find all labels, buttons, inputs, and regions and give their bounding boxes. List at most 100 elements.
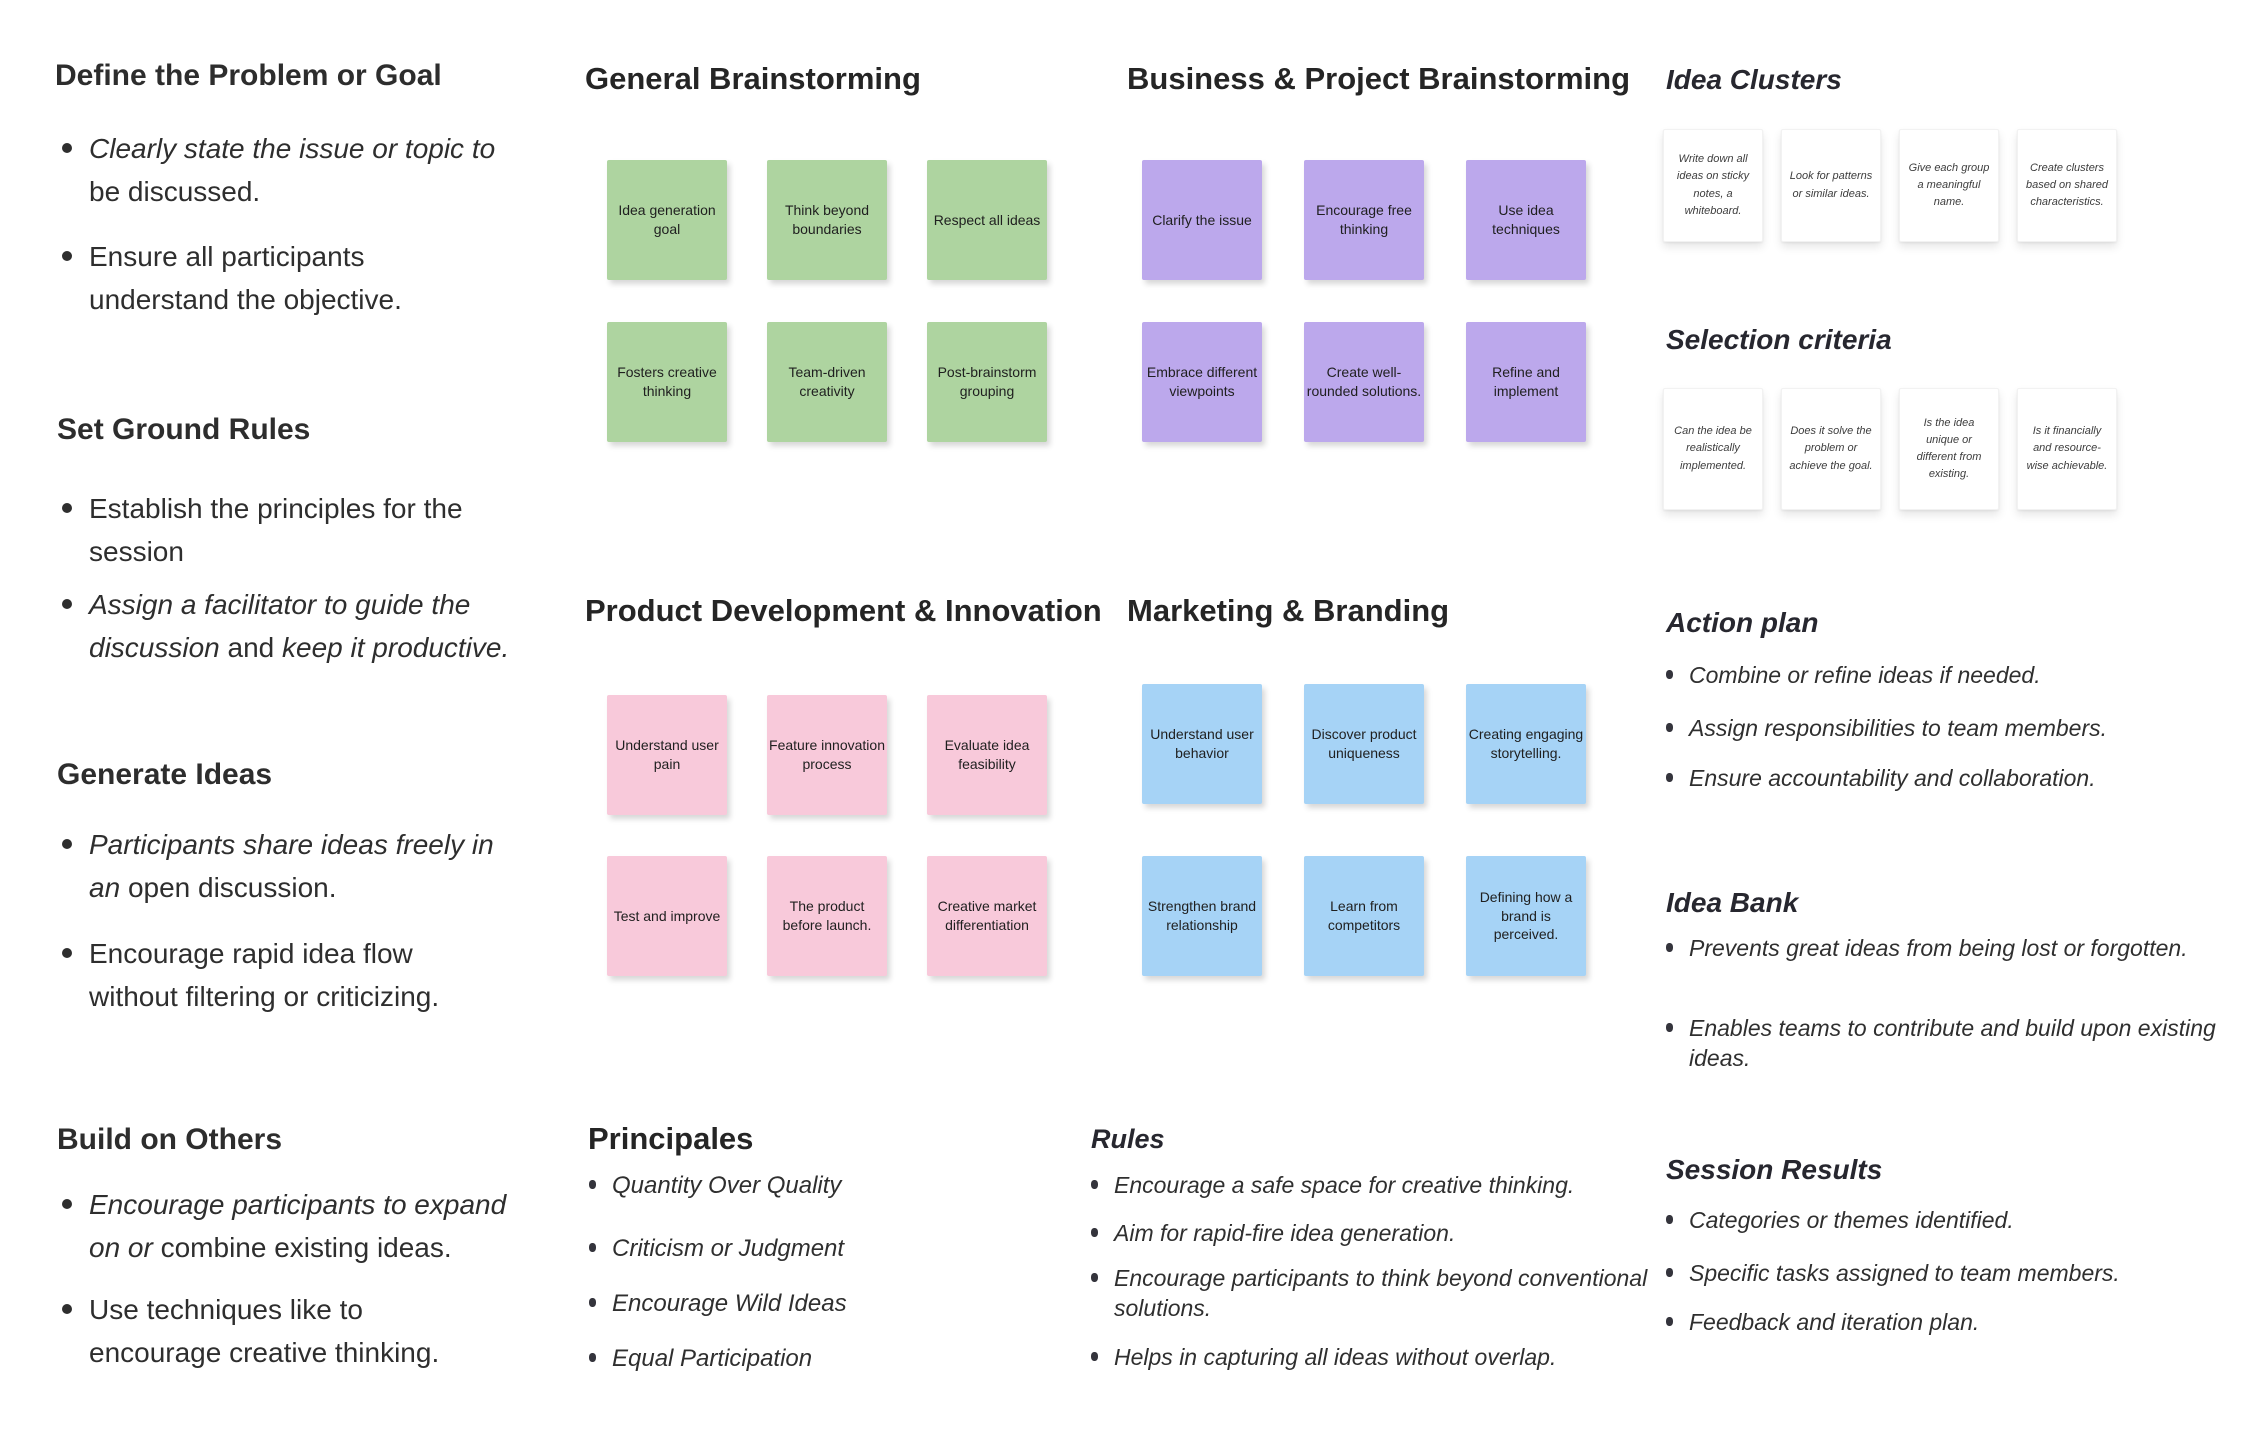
- sticky-note[interactable]: Embrace different viewpoints: [1142, 322, 1262, 442]
- bullet-dot: [1091, 1273, 1098, 1282]
- list-item: Categories or themes identified.: [1666, 1205, 2246, 1235]
- business-project-notes: Clarify the issue Encourage free thinkin…: [1142, 160, 1586, 442]
- bullet-dot: [1666, 943, 1673, 952]
- section-title-idea-clusters: Idea Clusters: [1666, 64, 1842, 95]
- list-item-text: Criticism or Judgment: [612, 1235, 845, 1262]
- cluster-card[interactable]: Look for patterns or similar ideas.: [1781, 129, 1881, 242]
- bullet-dot: [1666, 723, 1673, 732]
- sticky-note[interactable]: Think beyond boundaries: [767, 160, 887, 280]
- sticky-note[interactable]: Respect all ideas: [927, 160, 1047, 280]
- sticky-note[interactable]: Encourage free thinking: [1304, 160, 1424, 280]
- sticky-note[interactable]: Feature innovation process: [767, 695, 887, 815]
- list-item: Enables teams to contribute and build up…: [1666, 1013, 2246, 1073]
- sticky-note[interactable]: Fosters creative thinking: [607, 322, 727, 442]
- sticky-note[interactable]: Evaluate idea feasibility: [927, 695, 1047, 815]
- bullet-dot: [62, 143, 72, 153]
- sticky-note[interactable]: Create well-rounded solutions.: [1304, 322, 1424, 442]
- section-title-rules: Rules: [1091, 1124, 1165, 1154]
- sticky-note[interactable]: Strengthen brand relationship: [1142, 856, 1262, 976]
- sticky-note[interactable]: Discover product uniqueness: [1304, 684, 1424, 804]
- criteria-card[interactable]: Is it financially and resource-wise achi…: [2017, 388, 2117, 510]
- sticky-note[interactable]: Creating engaging storytelling.: [1466, 684, 1586, 804]
- list-item-text: Encourage Wild Ideas: [612, 1290, 847, 1317]
- section-title-define-problem: Define the Problem or Goal: [55, 59, 442, 92]
- sticky-note[interactable]: Defining how a brand is perceived.: [1466, 856, 1586, 976]
- group-title-business-project-brainstorming: Business & Project Brainstorming: [1127, 61, 1631, 96]
- section-title-idea-bank: Idea Bank: [1666, 887, 1799, 918]
- product-development-notes: Understand user pain Feature innovation …: [607, 695, 1047, 976]
- list-item: Feedback and iteration plan.: [1666, 1307, 2246, 1337]
- list-item-text: Helps in capturing all ideas without ove…: [1114, 1344, 1557, 1370]
- sticky-note[interactable]: Test and improve: [607, 856, 727, 976]
- sticky-note[interactable]: Refine and implement: [1466, 322, 1586, 442]
- bullet-dot: [1666, 1215, 1673, 1224]
- criteria-card[interactable]: Does it solve the problem or achieve the…: [1781, 388, 1881, 510]
- bullet-dot: [62, 948, 72, 958]
- sticky-note[interactable]: Understand user pain: [607, 695, 727, 815]
- bullet-dot: [62, 1304, 72, 1314]
- bullet-dot: [1666, 670, 1673, 679]
- section-title-generate-ideas: Generate Ideas: [57, 758, 273, 791]
- cluster-card[interactable]: Create clusters based on shared characte…: [2017, 129, 2117, 242]
- list-item-text: Quantity Over Quality: [612, 1172, 842, 1199]
- cluster-card[interactable]: Give each group a meaningful name.: [1899, 129, 1999, 242]
- list-item: Ensure accountability and collaboration.: [1666, 763, 2246, 793]
- list-item: Encourage Wild Ideas: [589, 1288, 1169, 1320]
- list-item-text: Equal Participation: [612, 1345, 813, 1372]
- group-title-product-development-innovation: Product Development & Innovation: [585, 593, 1102, 628]
- selection-criteria-cards: Can the idea be realistically implemente…: [1663, 388, 2117, 510]
- list-item: Assign responsibilities to team members.: [1666, 713, 2246, 743]
- bullet-dot: [589, 1180, 596, 1189]
- section-title-selection-criteria: Selection criteria: [1666, 324, 1892, 355]
- list-item: Equal Participation: [589, 1343, 1169, 1375]
- section-title-set-ground-rules: Set Ground Rules: [57, 413, 311, 446]
- list-item-text: Combine or refine ideas if needed.: [1689, 662, 2041, 688]
- bullet-dot: [589, 1353, 596, 1362]
- sticky-note[interactable]: Understand user behavior: [1142, 684, 1262, 804]
- list-item-text: Categories or themes identified.: [1689, 1207, 2014, 1233]
- sticky-note[interactable]: Creative market differentiation: [927, 856, 1047, 976]
- list-item: Aim for rapid-fire idea generation.: [1091, 1218, 1671, 1248]
- list-item: Encourage participants to think beyond c…: [1091, 1263, 1671, 1323]
- criteria-card[interactable]: Can the idea be realistically implemente…: [1663, 388, 1763, 510]
- marketing-branding-notes: Understand user behavior Discover produc…: [1142, 684, 1586, 976]
- bullet-dot: [1091, 1180, 1098, 1189]
- sticky-note[interactable]: Clarify the issue: [1142, 160, 1262, 280]
- sticky-note[interactable]: Post-brainstorm grouping: [927, 322, 1047, 442]
- bullet-dot: [1666, 1023, 1673, 1032]
- bullet-dot: [1091, 1228, 1098, 1237]
- bullet-dot: [62, 503, 72, 513]
- sticky-note[interactable]: Use idea techniques: [1466, 160, 1586, 280]
- list-item-text: Feedback and iteration plan.: [1689, 1309, 1980, 1335]
- bullet-dot: [1091, 1352, 1098, 1361]
- general-brainstorming-notes: Idea generation goal Think beyond bounda…: [607, 160, 1047, 442]
- sticky-note[interactable]: Learn from competitors: [1304, 856, 1424, 976]
- section-title-session-results: Session Results: [1666, 1154, 1883, 1185]
- list-item: Specific tasks assigned to team members.: [1666, 1258, 2246, 1288]
- sticky-note[interactable]: Idea generation goal: [607, 160, 727, 280]
- group-title-general-brainstorming: General Brainstorming: [585, 61, 921, 96]
- sticky-note[interactable]: Team-driven creativity: [767, 322, 887, 442]
- cluster-card[interactable]: Write down all ideas on sticky notes, a …: [1663, 129, 1763, 242]
- list-item-text: Specific tasks assigned to team members.: [1689, 1260, 2120, 1286]
- list-item: Prevents great ideas from being lost or …: [1666, 933, 2246, 963]
- list-item: Helps in capturing all ideas without ove…: [1091, 1342, 1671, 1372]
- list-item-text: Enables teams to contribute and build up…: [1689, 1015, 2216, 1071]
- idea-clusters-cards: Write down all ideas on sticky notes, a …: [1663, 129, 2117, 242]
- bullet-dot: [1666, 1268, 1673, 1277]
- criteria-card[interactable]: Is the idea unique or different from exi…: [1899, 388, 1999, 510]
- sticky-note[interactable]: The product before launch.: [767, 856, 887, 976]
- bullet-dot: [589, 1243, 596, 1252]
